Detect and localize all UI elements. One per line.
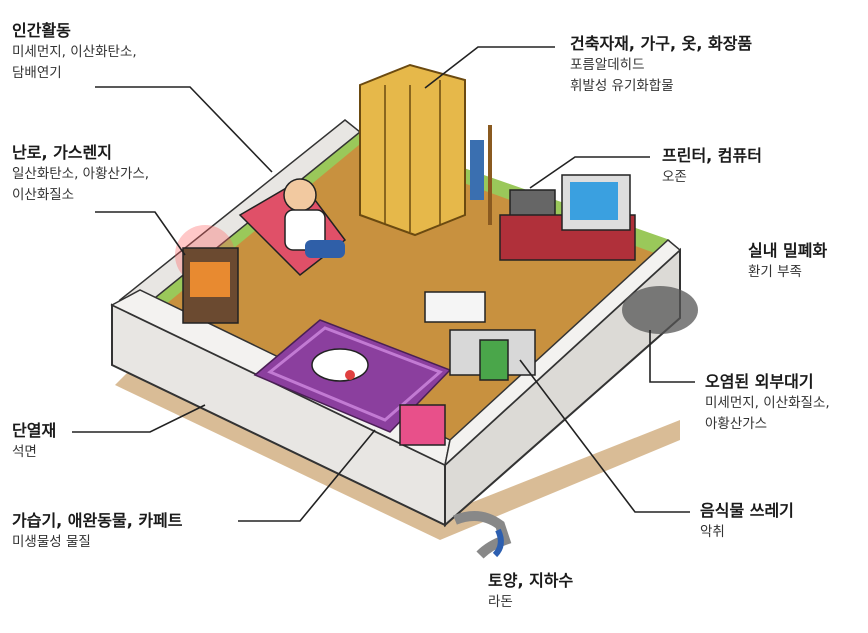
leader-outdoor: [649, 330, 695, 383]
leader-building: [424, 46, 555, 89]
dog-nose-icon: [345, 370, 355, 380]
label-title: 토양, 지하수: [488, 571, 574, 590]
label-title: 음식물 쓰레기: [700, 501, 794, 520]
label-title: 실내 밀폐화: [748, 241, 828, 260]
heater-grill: [190, 262, 230, 297]
humidifier-icon: [399, 404, 446, 446]
trash-bin-icon: [479, 339, 509, 381]
label-printer-computer: 프린터, 컴퓨터 오존: [662, 145, 762, 188]
label-food-waste: 음식물 쓰레기 악취: [700, 500, 794, 543]
carpet-stripe: [267, 326, 443, 422]
leader-stove: [95, 211, 186, 256]
label-line: 이산화질소: [12, 187, 75, 203]
label-soil-groundwater: 토양, 지하수 라돈: [488, 570, 573, 613]
label-line: 미생물성 물질: [12, 534, 91, 550]
label-title: 건축자재, 가구, 옷, 화장품: [570, 34, 753, 53]
label-title: 난로, 가스렌지: [12, 143, 112, 162]
pollution-stain: [622, 286, 698, 334]
label-line: 일산화탄소, 아황산가스,: [12, 166, 150, 182]
label-line: 미세먼지, 이산화질소,: [705, 395, 830, 411]
label-humidifier-pets-carpet: 가습기, 애완동물, 카페트 미생물성 물질: [12, 510, 183, 553]
pipe-icon: [453, 511, 512, 559]
table: [424, 291, 486, 323]
label-sealed-room: 실내 밀폐화 환기 부족: [748, 240, 827, 283]
label-line: 미세먼지, 이산화탄소,: [12, 44, 137, 60]
label-building-materials: 건축자재, 가구, 옷, 화장품 포름알데히드 휘발성 유기화합물: [570, 33, 752, 97]
person-legs: [305, 240, 345, 258]
leader-human: [95, 86, 273, 173]
hanging-cloth: [470, 140, 484, 200]
label-outdoor-air: 오염된 외부대기 미세먼지, 이산화질소, 아황산가스: [705, 371, 830, 435]
dog-icon: [311, 348, 369, 382]
label-title: 단열재: [12, 421, 57, 440]
wardrobe-icon: [359, 63, 466, 237]
leader-lines: [72, 46, 695, 522]
label-title: 가습기, 애완동물, 카페트: [12, 511, 183, 530]
label-insulation: 단열재 석면: [12, 420, 56, 463]
label-line: 악취: [700, 524, 725, 540]
computer-screen: [570, 182, 618, 220]
label-title: 오염된 외부대기: [705, 372, 814, 391]
label-line: 라돈: [488, 594, 513, 610]
person-icon: [283, 178, 317, 212]
printer-icon: [509, 189, 556, 219]
label-line: 오존: [662, 169, 687, 185]
label-stove: 난로, 가스렌지 일산화탄소, 아황산가스, 이산화질소: [12, 142, 149, 206]
leader-printer: [529, 156, 650, 189]
label-human-activity: 인간활동 미세먼지, 이산화탄소, 담배연기: [12, 20, 137, 84]
label-title: 프린터, 컴퓨터: [662, 146, 762, 165]
label-line: 환기 부족: [748, 264, 802, 280]
water-icon: [492, 528, 504, 558]
label-line: 석면: [12, 444, 37, 460]
ground-base: [115, 370, 680, 540]
label-line: 포름알데히드: [570, 57, 645, 73]
label-title: 인간활동: [12, 21, 71, 40]
leader-insulation: [72, 404, 206, 433]
label-line: 아황산가스: [705, 416, 768, 432]
leader-food: [519, 359, 690, 513]
wall-top-right: [443, 239, 682, 468]
label-line: 담배연기: [12, 65, 62, 81]
leader-humid: [238, 429, 376, 522]
label-line: 휘발성 유기화합물: [570, 78, 674, 94]
